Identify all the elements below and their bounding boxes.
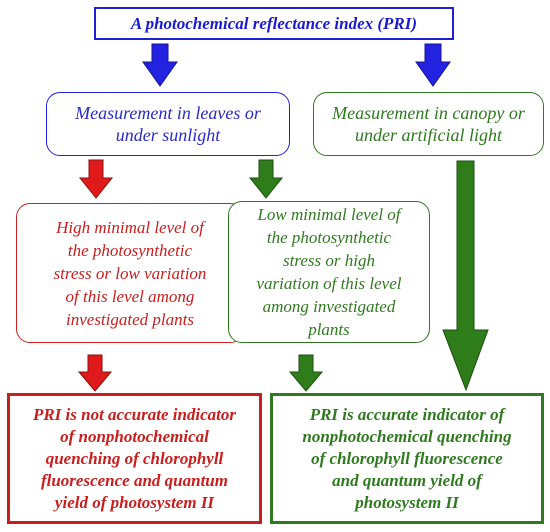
arrow-leaves-to-low-stress	[248, 159, 284, 199]
accurate-result-box: PRI is accurate indicator of nonphotoche…	[270, 393, 544, 524]
low-stress-text: Low minimal level of the photosynthetic …	[256, 205, 402, 339]
arrow-high-stress-to-not-accurate	[77, 354, 113, 392]
title-box: A photochemical reflectance index (PRI)	[94, 7, 454, 40]
not-accurate-text: PRI is not accurate indicator of nonphot…	[32, 404, 237, 512]
not-accurate-result-box: PRI is not accurate indicator of nonphot…	[7, 393, 262, 524]
arrow-canopy-to-accurate	[442, 160, 489, 392]
low-stress-box: Low minimal level of the photosynthetic …	[228, 201, 430, 343]
arrow-low-stress-to-accurate	[288, 354, 324, 392]
accurate-text: PRI is accurate indicator of nonphotoche…	[302, 404, 512, 512]
title-text: A photochemical reflectance index (PRI)	[130, 13, 418, 33]
measurement-canopy-text: Measurement in canopy or under artificia…	[332, 103, 525, 145]
arrow-title-to-canopy	[415, 43, 451, 87]
arrow-title-to-leaves	[142, 43, 178, 87]
measurement-leaves-box: Measurement in leaves or under sunlight	[46, 92, 290, 156]
high-stress-text: High minimal level of the photosynthetic…	[53, 217, 207, 329]
high-stress-box: High minimal level of the photosynthetic…	[16, 203, 244, 343]
measurement-canopy-box: Measurement in canopy or under artificia…	[313, 92, 544, 156]
arrow-leaves-to-high-stress	[78, 159, 114, 199]
measurement-leaves-text: Measurement in leaves or under sunlight	[75, 103, 261, 145]
